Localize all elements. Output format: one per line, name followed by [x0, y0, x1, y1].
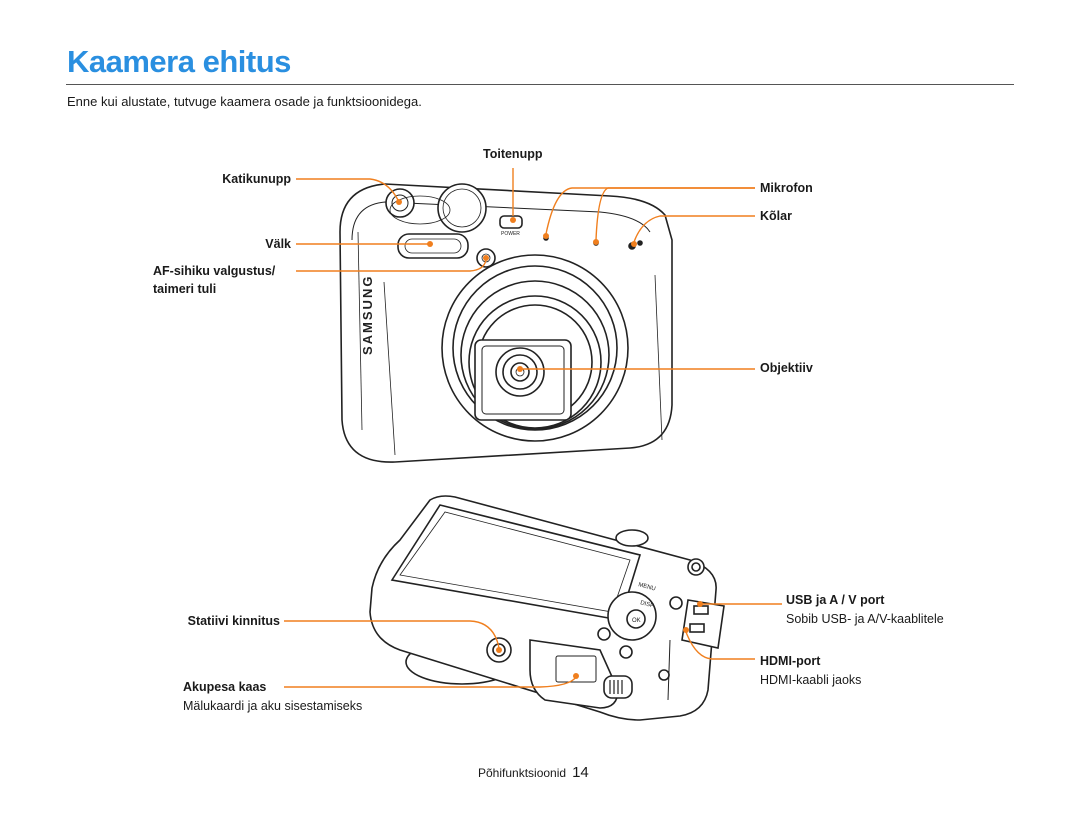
label-tripod-mount: Statiivi kinnitus: [187, 614, 280, 628]
front-leader-dots: [396, 199, 637, 372]
label-speaker: Kõlar: [760, 209, 792, 223]
desc-usb-port: Sobib USB- ja A/V-kaablitele: [786, 612, 944, 626]
leader-af: [296, 259, 487, 272]
lcd-screen: [390, 504, 642, 621]
label-shutter-button: Katikunupp: [222, 172, 291, 186]
label-power-button: Toitenupp: [483, 147, 543, 161]
footer-section: Põhifunktsioonid: [478, 766, 567, 780]
leader-microphone-1: [545, 187, 755, 235]
leader-shutter: [296, 178, 399, 201]
disp-marking-text: DISP: [639, 600, 654, 609]
flash-window: [397, 233, 469, 259]
label-af-lamp: AF-sihiku valgustus/ taimeri tuli: [153, 264, 275, 296]
front-camera-illustration: [339, 183, 673, 463]
desc-hdmi-port: HDMI-kaabli jaoks: [760, 673, 862, 687]
back-camera-illustration: [369, 495, 725, 721]
label-flash: Välk: [265, 237, 291, 251]
camera-brand-text: SAMSUNG: [360, 275, 375, 355]
page-number: 14: [572, 764, 589, 781]
front-leader-lines: [296, 168, 755, 370]
power-marking-text: POWER: [501, 231, 520, 237]
title-rule: [66, 84, 1014, 85]
leader-tripod: [284, 620, 500, 649]
leader-microphone-2: [595, 187, 755, 241]
page-footer: Põhifunktsioonid 14: [478, 764, 589, 781]
label-microphone: Mikrofon: [760, 181, 813, 195]
nav-dial: [607, 591, 657, 641]
back-leader-dots: [496, 601, 703, 679]
leader-hdmi: [685, 631, 755, 660]
desc-battery-cover: Mälukaardi ja aku sisestamiseks: [183, 699, 363, 713]
menu-marking-text: MENU: [637, 582, 656, 592]
ok-marking-text: OK: [632, 618, 641, 624]
label-af-line1: AF-sihiku valgustus/: [153, 264, 276, 278]
leader-battery: [284, 676, 577, 688]
label-battery-cover: Akupesa kaas: [183, 680, 267, 694]
label-af-line2: taimeri tuli: [153, 282, 217, 296]
page-title: Kaamera ehitus: [67, 44, 291, 79]
leader-speaker: [633, 215, 755, 243]
back-leader-lines: [284, 603, 782, 688]
label-usb-port: USB ja A / V port: [786, 593, 885, 607]
mode-dial: [437, 183, 487, 233]
page-subtitle: Enne kui alustate, tutvuge kaamera osade…: [67, 94, 422, 109]
label-hdmi-port: HDMI-port: [760, 654, 821, 668]
label-lens: Objektiiv: [760, 361, 813, 375]
